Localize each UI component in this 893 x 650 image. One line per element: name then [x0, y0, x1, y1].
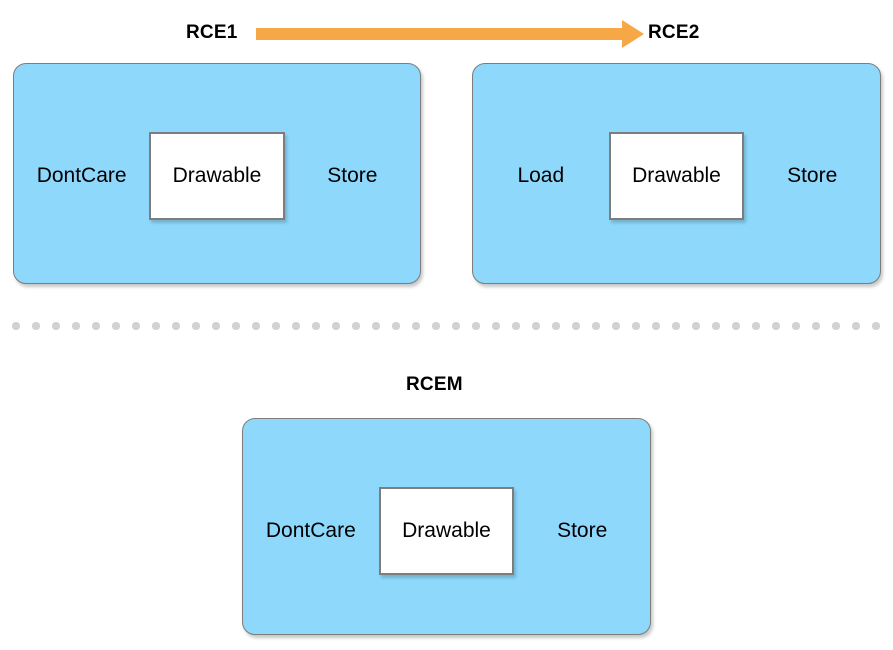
panel-rce2-inner-box: Drawable	[608, 132, 745, 220]
panel-rce1-inner-box-label: Drawable	[172, 164, 262, 187]
panel-rcem: DontCare Drawable Store	[242, 418, 651, 635]
panel-rcem-row: DontCare Drawable Store	[243, 487, 650, 575]
dotted-divider	[6, 322, 884, 330]
panel-rcem-right-label: Store	[557, 519, 608, 542]
group-title-rcem: RCEM	[406, 374, 463, 395]
panel-rcem-inner-box-label: Drawable	[402, 519, 491, 542]
panel-rcem-left-label: DontCare	[265, 519, 356, 542]
panel-rce2-inner-box-label: Drawable	[632, 164, 721, 187]
panel-rce1-right-label: Store	[327, 164, 378, 187]
panel-rce1-left-label: DontCare	[36, 164, 127, 187]
right-arrow-icon	[256, 20, 644, 48]
panel-rce2: Load Drawable Store	[472, 63, 881, 284]
panel-rce1: DontCare Drawable Store	[13, 63, 421, 284]
panel-rce2-row: Load Drawable Store	[473, 132, 880, 220]
group-title-rce1: RCE1	[186, 22, 238, 43]
panel-rcem-inner-box: Drawable	[378, 487, 515, 575]
panel-rce1-row: DontCare Drawable Store	[14, 132, 420, 220]
panel-rce2-right-label: Store	[787, 164, 838, 187]
panel-rce2-left-label: Load	[517, 164, 565, 187]
panel-rce1-inner-box: Drawable	[149, 132, 285, 220]
group-title-rce2: RCE2	[648, 22, 700, 43]
